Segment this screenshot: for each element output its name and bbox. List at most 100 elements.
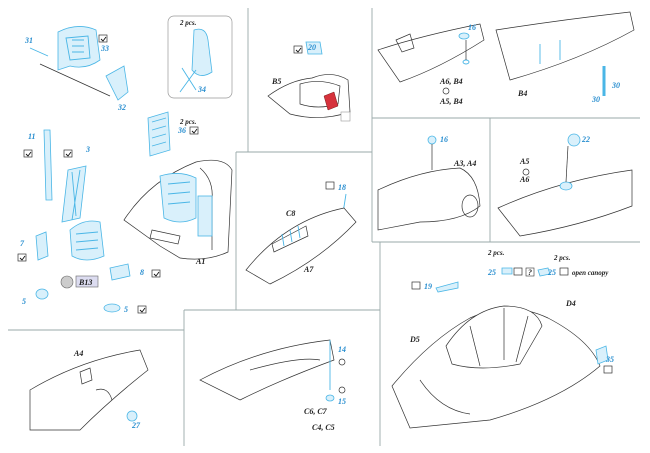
- frame-part-36: [147, 111, 171, 157]
- check-25a: [513, 267, 523, 276]
- seat-part-33: [57, 26, 101, 71]
- panel-seat: 31 33 32 2 pcs. 34 2 2 pcs. 36 11 3: [17, 15, 233, 314]
- part-31-label: 31: [24, 36, 33, 45]
- part-7-label: 7: [20, 239, 25, 248]
- part-7-bracket: [35, 231, 49, 261]
- wing-underside: [377, 23, 485, 83]
- part-25b-label: 25: [547, 268, 556, 277]
- part-5b-disc: [103, 303, 121, 313]
- eye-icon: [60, 275, 74, 289]
- check-36: [189, 126, 199, 135]
- label-a1: A1: [195, 257, 205, 266]
- two-pcs-label-c: 2 pcs.: [487, 249, 505, 257]
- seat-part-34: [191, 28, 213, 76]
- check-35: [603, 365, 613, 374]
- belt-part-11: [43, 129, 53, 201]
- part-15-disc: [325, 394, 335, 402]
- check-7: [17, 253, 27, 262]
- seat-back: [69, 220, 105, 261]
- check-20: [293, 45, 303, 54]
- part-36-label: 36: [177, 126, 186, 135]
- part-22-label: 22: [581, 135, 590, 144]
- check-8: [151, 269, 161, 278]
- check-3: [63, 149, 73, 158]
- part-15-label: 15: [338, 397, 346, 406]
- part-35: [595, 345, 609, 365]
- part-30b-label: 30: [591, 95, 600, 104]
- part-11-label: 11: [28, 132, 36, 141]
- question-box: [525, 267, 535, 277]
- two-pcs-label-d: 2 pcs.: [553, 254, 571, 262]
- part-5b-label: 5: [124, 305, 128, 314]
- wing-a5a6: [497, 169, 633, 237]
- part-16b-label: 16: [440, 135, 448, 144]
- panel-b5: 20 B5: [267, 41, 351, 122]
- label-a4: A4: [73, 349, 83, 358]
- c8-structure: [245, 207, 357, 285]
- part-16-disc: [458, 32, 470, 40]
- part-27-gear: [126, 410, 138, 422]
- panel-a3a4: 16 A3, A4: [377, 135, 481, 231]
- label-a5b4: A5, B4: [439, 97, 463, 106]
- panel-canopy: 2 pcs. 25 ? 2 pcs. 25 open canopy 19 35 …: [391, 249, 614, 429]
- red-part: [323, 91, 339, 111]
- label-c4c5: C4, C5: [312, 423, 335, 432]
- nose-shape: [377, 167, 481, 231]
- label-b4: B4: [517, 89, 527, 98]
- part-19-arm: [435, 281, 459, 293]
- check-19: [411, 281, 421, 290]
- check-25b: [559, 267, 569, 276]
- panel-c8a7: 18 C8 A7: [245, 181, 357, 285]
- part-34-label: 34: [197, 85, 206, 94]
- part-16-ring: [427, 135, 437, 145]
- panel-grid: [8, 8, 640, 446]
- part-18-label: 18: [338, 183, 346, 192]
- label-c6c7: C6, C7: [304, 407, 328, 416]
- part-8-latch: [109, 263, 131, 281]
- part-25a-label: 25: [487, 268, 496, 277]
- part-14-label: 14: [338, 345, 346, 354]
- part-20-label: 20: [307, 43, 316, 52]
- panel-c6c7: 14 15 C6, C7 C4, C5: [199, 339, 346, 432]
- part-5-disc: [35, 288, 49, 300]
- label-a3a4: A3, A4: [453, 159, 476, 168]
- part-33-label: 33: [100, 44, 109, 53]
- seat-part-32: [105, 65, 129, 101]
- fuselage-canopy: [391, 308, 601, 429]
- label-a5: A5: [519, 157, 529, 166]
- check-5b: [137, 305, 147, 314]
- question-mark: ?: [528, 268, 532, 277]
- part-20: [305, 41, 323, 55]
- part-30a-label: 30: [611, 81, 620, 90]
- check-11: [23, 149, 33, 158]
- part-8-label: 8: [140, 268, 144, 277]
- label-a6: A6: [519, 175, 529, 184]
- label-b13: B13: [78, 278, 92, 287]
- part-27-label: 27: [131, 421, 141, 430]
- b13-badge: [75, 275, 99, 288]
- part-32-label: 32: [117, 103, 126, 112]
- check-33: [98, 34, 108, 43]
- two-pcs-label-a: 2 pcs.: [179, 19, 197, 27]
- panel-a6: 16 A6, B4 A5, B4: [377, 23, 485, 106]
- part-3-label: 3: [85, 145, 90, 154]
- part-16a-label: 16: [468, 23, 476, 32]
- part-19-label: 19: [424, 282, 432, 291]
- detail-box-34: [167, 15, 233, 99]
- check-18: [325, 181, 335, 190]
- label-a6b4: A6, B4: [439, 77, 463, 86]
- label-a7: A7: [303, 265, 314, 274]
- part-5-label: 5: [22, 297, 26, 306]
- label-d5: D5: [409, 335, 420, 344]
- part-22-gear: [567, 133, 581, 147]
- wing-top-b4: [495, 11, 635, 81]
- label-d4: D4: [565, 299, 576, 308]
- open-canopy-label: open canopy: [572, 269, 609, 277]
- c6c7-structure: [199, 339, 335, 401]
- two-pcs-label-b: 2 pcs.: [179, 118, 197, 126]
- panel-a4: A4 27: [29, 349, 149, 431]
- panel-a5a6: 22 A5 A6: [497, 133, 633, 237]
- panel-b4: 30 30 B4: [495, 11, 635, 104]
- part-35-label: 35: [605, 355, 614, 364]
